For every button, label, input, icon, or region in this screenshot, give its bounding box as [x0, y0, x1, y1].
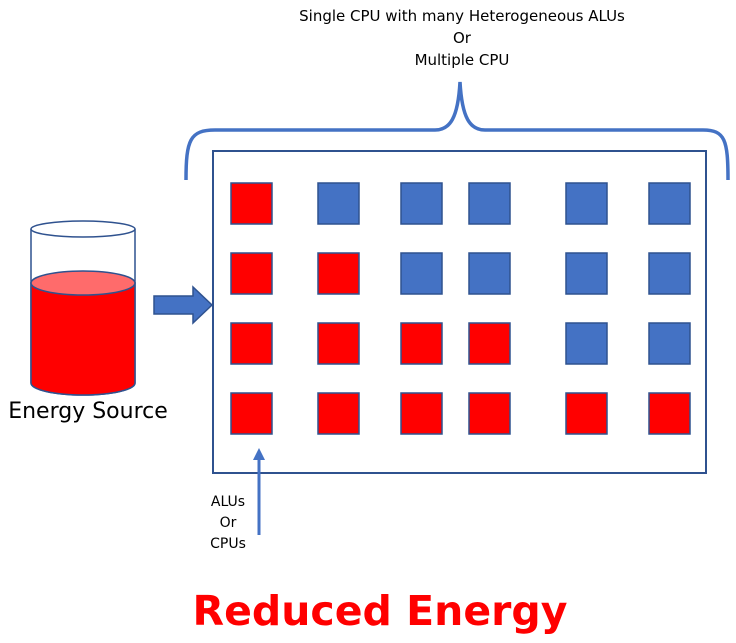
active-unit-r4-c5	[565, 392, 608, 435]
idle-unit-r2-c4	[468, 252, 511, 295]
idle-unit-r1-c3	[400, 182, 443, 225]
active-unit-r3-c2	[317, 322, 360, 365]
energy-source-label: Energy Source	[8, 399, 168, 424]
idle-unit-r2-c6	[648, 252, 691, 295]
idle-unit-r1-c5	[565, 182, 608, 225]
active-unit-r3-c3	[400, 322, 443, 365]
idle-unit-r1-c2	[317, 182, 360, 225]
idle-unit-r1-c4	[468, 182, 511, 225]
unit-type-label: ALUs Or CPUs	[200, 492, 256, 555]
active-unit-r2-c1	[230, 252, 273, 295]
idle-unit-r3-c5	[565, 322, 608, 365]
cylinder-energy-surface	[30, 270, 136, 296]
active-unit-r4-c1	[230, 392, 273, 435]
active-unit-r4-c2	[317, 392, 360, 435]
active-unit-r4-c3	[400, 392, 443, 435]
cpu-boundary	[212, 150, 707, 474]
cpu-group-label-line-3: Multiple CPU	[414, 51, 510, 69]
unit-type-label-line-1: ALUs	[210, 494, 246, 510]
idle-unit-r3-c6	[648, 322, 691, 365]
cylinder-energy-fill	[30, 282, 136, 396]
unit-type-label-line-2: Or	[219, 515, 237, 531]
cpu-group-label-line-2: Or	[453, 29, 471, 47]
reduced-energy-title: Reduced Energy	[192, 587, 568, 635]
active-unit-r1-c1	[230, 182, 273, 225]
group-brace	[184, 81, 730, 181]
active-unit-r4-c6	[648, 392, 691, 435]
active-unit-r4-c4	[468, 392, 511, 435]
active-unit-r3-c1	[230, 322, 273, 365]
idle-unit-r2-c5	[565, 252, 608, 295]
active-unit-r2-c2	[317, 252, 360, 295]
unit-pointer-head	[253, 448, 265, 460]
active-unit-r3-c4	[468, 322, 511, 365]
cpu-group-label-line-1: Single CPU with many Heterogeneous ALUs	[299, 7, 625, 25]
cpu-group-label: Single CPU with many Heterogeneous ALUs …	[262, 5, 662, 71]
idle-unit-r2-c3	[400, 252, 443, 295]
energy-feed-arrow	[153, 285, 214, 325]
energy-source-cylinder	[30, 220, 136, 396]
idle-unit-r1-c6	[648, 182, 691, 225]
cylinder-rim	[30, 220, 136, 238]
unit-type-label-line-3: CPUs	[210, 536, 246, 552]
unit-grid	[230, 182, 691, 435]
